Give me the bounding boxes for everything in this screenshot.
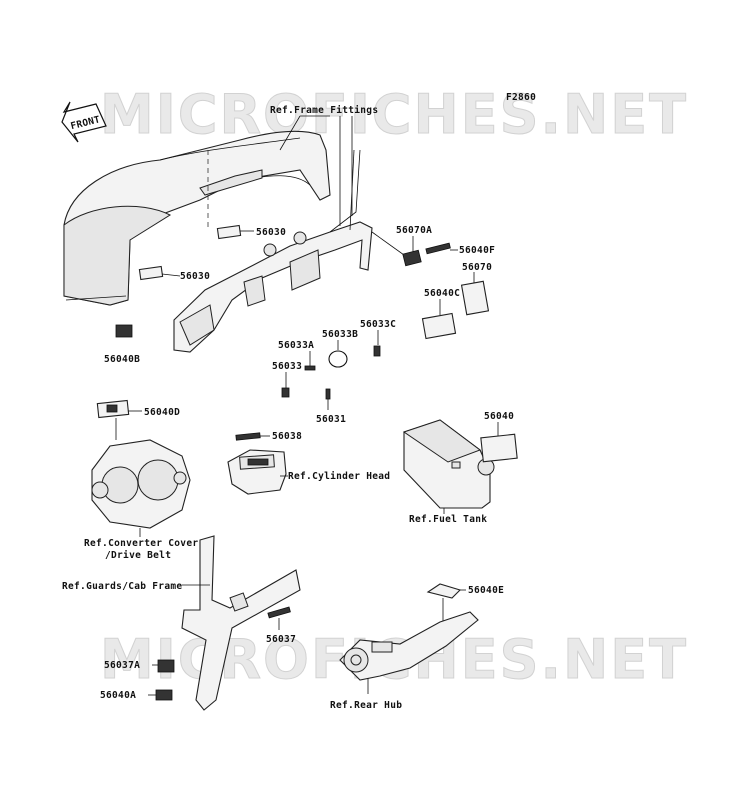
label-56040c: 56040C xyxy=(424,288,460,299)
label-56040f: 56040F xyxy=(459,245,495,256)
cab-frame-part xyxy=(181,535,301,711)
part-56033 xyxy=(281,387,290,398)
label-56030-b: 56030 xyxy=(180,271,210,282)
label-56040a: 56040A xyxy=(100,690,136,701)
converter-cover-part xyxy=(91,399,191,529)
label-56033a: 56033A xyxy=(278,340,314,351)
label-56070: 56070 xyxy=(462,262,492,273)
part-56033a xyxy=(304,365,316,371)
cylinder-head-part xyxy=(227,432,288,495)
label-56037a: 56037A xyxy=(104,660,140,671)
label-56033: 56033 xyxy=(272,361,302,372)
decal-56040f xyxy=(425,242,451,255)
decal-56040b xyxy=(115,324,133,338)
decal-56040a xyxy=(155,689,173,701)
label-ref-fuel-tank: Ref.Fuel Tank xyxy=(409,514,487,525)
label-56040b: 56040B xyxy=(104,354,140,365)
decal-56040 xyxy=(480,433,518,463)
label-56033b: 56033B xyxy=(322,329,358,340)
rear-hub-part xyxy=(339,583,479,694)
decal-56070 xyxy=(460,280,490,316)
fuel-tank-part xyxy=(402,419,495,514)
label-56070a: 56070A xyxy=(396,225,432,236)
watermark-top: MICROFICHES.NET xyxy=(100,83,688,146)
label-ref-frame-fittings: Ref.Frame Fittings xyxy=(270,105,378,116)
label-56038: 56038 xyxy=(272,431,302,442)
label-56040d: 56040D xyxy=(144,407,180,418)
part-56031 xyxy=(325,388,331,400)
label-56040e: 56040E xyxy=(468,585,504,596)
label-ref-drive-belt: /Drive Belt xyxy=(105,550,171,561)
label-ref-converter-cover: Ref.Converter Cover xyxy=(84,538,198,549)
fender-part xyxy=(63,130,331,306)
part-56033b xyxy=(328,350,348,368)
part-56033c xyxy=(373,345,381,357)
label-56037: 56037 xyxy=(266,634,296,645)
decal-56037a xyxy=(157,659,175,673)
label-56033c: 56033C xyxy=(360,319,396,330)
decal-56070a xyxy=(402,249,422,267)
label-56030-a: 56030 xyxy=(256,227,286,238)
diagram-id: F2860 xyxy=(506,92,536,103)
label-ref-rear-hub: Ref.Rear Hub xyxy=(330,700,402,711)
label-56040: 56040 xyxy=(484,411,514,422)
label-ref-guards-cab-frame: Ref.Guards/Cab Frame xyxy=(62,581,182,592)
decal-56040c xyxy=(421,312,457,340)
label-ref-cylinder-head: Ref.Cylinder Head xyxy=(288,471,390,482)
label-56031: 56031 xyxy=(316,414,346,425)
front-arrow-icon: FRONT xyxy=(61,101,107,143)
dash-panel-part xyxy=(173,149,373,353)
